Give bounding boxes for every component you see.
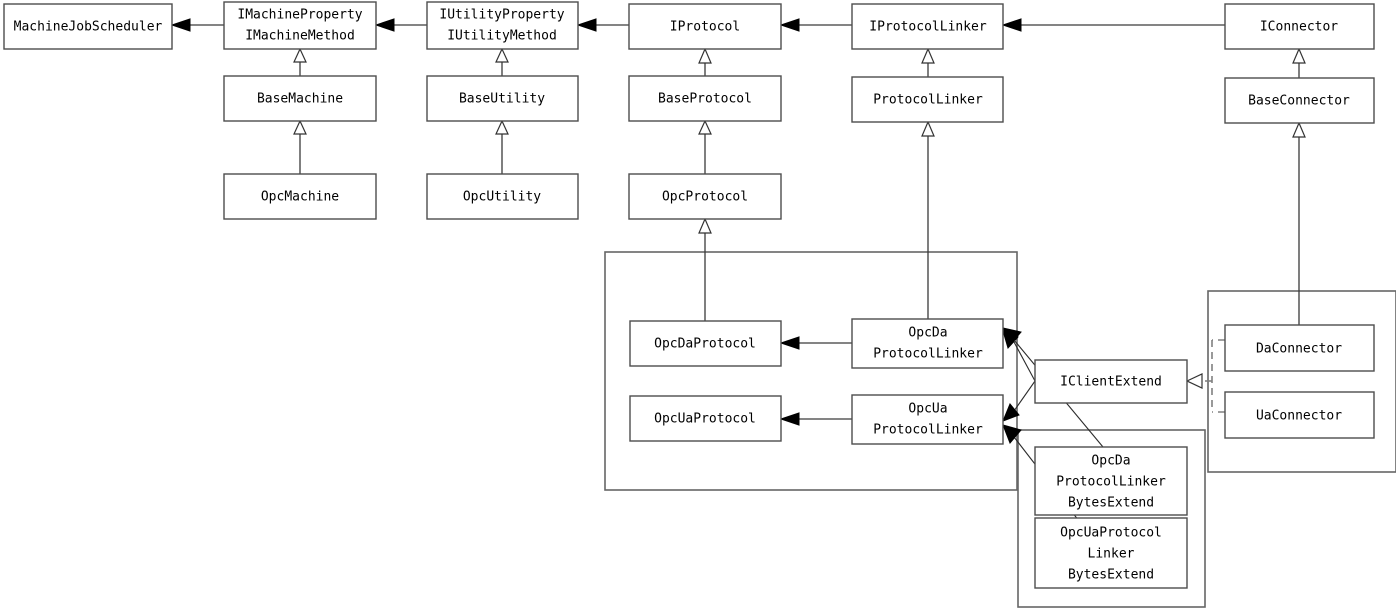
- node-opc-protocol[interactable]: OpcProtocol: [628, 173, 782, 220]
- node-base-machine[interactable]: BaseMachine: [223, 75, 377, 122]
- edge-opc-machine-to-base-machine: [293, 119, 307, 174]
- node-label-opc-utility: OpcUtility: [463, 190, 541, 205]
- edge-opc-ua-linker-to-opc-ua-protocol: [779, 412, 852, 426]
- node-iprotocol-linker[interactable]: IProtocolLinker: [851, 3, 1004, 50]
- node-label-da-connector: DaConnector: [1256, 342, 1342, 357]
- node-label-base-connector: BaseConnector: [1248, 94, 1350, 109]
- node-label-iclient-extend: IClientExtend: [1060, 375, 1162, 390]
- node-opc-ua-protocol-linker-bytes-extend[interactable]: OpcUaProtocol Linker BytesExtend: [1034, 517, 1188, 589]
- nodes: MachineJobScheduler IMachineProperty IMa…: [3, 1, 1375, 589]
- node-label-da-bytes-line1: OpcDa: [1091, 454, 1130, 469]
- edge-opc-da-protocol-linker-to-protocol-linker: [921, 120, 935, 319]
- node-opc-ua-protocol-linker[interactable]: OpcUa ProtocolLinker: [851, 394, 1004, 445]
- group-protocol-linker-group: [604, 251, 1018, 491]
- group-connector-group: [1207, 290, 1396, 473]
- edge-base-protocol-to-iprotocol: [698, 47, 712, 76]
- edge-iconnector-to-iprotocol-linker: [1001, 18, 1225, 32]
- edge-iutility-to-imachine: [374, 18, 427, 32]
- edge-opc-da-protocol-to-opc-protocol: [698, 217, 712, 321]
- edge-da-connector-to-base-connector: [1292, 121, 1306, 325]
- edge-protocol-linker-to-iprotocol-linker: [921, 47, 935, 77]
- group-containers: [604, 251, 1396, 608]
- node-iprotocol[interactable]: IProtocol: [628, 3, 782, 50]
- node-da-connector[interactable]: DaConnector: [1224, 324, 1375, 372]
- node-opc-da-protocol-linker[interactable]: OpcDa ProtocolLinker: [851, 318, 1004, 369]
- node-iutility-property-method[interactable]: IUtilityProperty IUtilityMethod: [426, 1, 579, 50]
- edge-iprotocol-to-iutility: [576, 18, 629, 32]
- node-label-ua-connector: UaConnector: [1256, 409, 1342, 424]
- edge-base-machine-to-imachine: [293, 47, 307, 76]
- edge-opc-protocol-to-base-protocol: [698, 119, 712, 174]
- node-base-connector[interactable]: BaseConnector: [1224, 77, 1375, 124]
- node-label-opc-ua-linker-line1: OpcUa: [908, 402, 947, 417]
- node-label-ua-bytes-line3: BytesExtend: [1068, 568, 1154, 583]
- node-label-opc-da-linker-line2: ProtocolLinker: [873, 347, 983, 362]
- node-label-ua-bytes-line1: OpcUaProtocol: [1060, 526, 1162, 541]
- group-bytes-extend-group: [1017, 429, 1206, 608]
- node-label-iprotocol: IProtocol: [670, 20, 740, 35]
- edges: [170, 18, 1306, 553]
- node-label-iutility-method: IUtilityMethod: [447, 29, 557, 44]
- node-base-utility[interactable]: BaseUtility: [426, 75, 579, 122]
- node-label-imachine-method: IMachineMethod: [245, 29, 355, 44]
- edge-iclient-extend-to-opc-ua-linker: [1002, 380, 1036, 422]
- edge-connectors-realize-iclient-extend: [1185, 339, 1225, 413]
- edge-imachine-to-scheduler: [170, 18, 224, 32]
- node-label-opc-ua-linker-line2: ProtocolLinker: [873, 423, 983, 438]
- node-label-opc-machine: OpcMachine: [261, 190, 339, 205]
- node-protocol-linker[interactable]: ProtocolLinker: [851, 76, 1004, 123]
- node-machine-job-scheduler[interactable]: MachineJobScheduler: [3, 3, 173, 50]
- node-label-machine-job-scheduler: MachineJobScheduler: [14, 20, 163, 35]
- node-label-base-protocol: BaseProtocol: [658, 92, 752, 107]
- node-label-opc-ua-protocol: OpcUaProtocol: [654, 412, 756, 427]
- node-label-ua-bytes-line2: Linker: [1088, 547, 1135, 562]
- node-label-da-bytes-line3: BytesExtend: [1068, 496, 1154, 511]
- node-label-opc-protocol: OpcProtocol: [662, 190, 748, 205]
- node-ua-connector[interactable]: UaConnector: [1224, 391, 1375, 439]
- edge-opc-da-linker-to-opc-da-protocol: [779, 336, 852, 350]
- node-opc-da-protocol[interactable]: OpcDaProtocol: [629, 320, 782, 367]
- node-label-imachine-property: IMachineProperty: [237, 8, 362, 23]
- node-opc-ua-protocol[interactable]: OpcUaProtocol: [629, 395, 782, 442]
- node-label-base-machine: BaseMachine: [257, 92, 343, 107]
- edge-iprotocol-linker-to-iprotocol: [779, 18, 852, 32]
- edge-base-utility-to-iutility: [495, 47, 509, 76]
- node-label-iconnector: IConnector: [1260, 20, 1338, 35]
- edge-base-connector-to-iconnector: [1292, 47, 1306, 78]
- node-label-da-bytes-line2: ProtocolLinker: [1056, 475, 1166, 490]
- node-label-iprotocol-linker: IProtocolLinker: [869, 20, 987, 35]
- node-imachine-property-method[interactable]: IMachineProperty IMachineMethod: [223, 1, 377, 50]
- node-iclient-extend[interactable]: IClientExtend: [1034, 359, 1188, 404]
- node-label-protocol-linker: ProtocolLinker: [873, 93, 983, 108]
- node-opc-utility[interactable]: OpcUtility: [426, 173, 579, 220]
- node-opc-da-protocol-linker-bytes-extend[interactable]: OpcDa ProtocolLinker BytesExtend: [1034, 446, 1188, 516]
- edge-opc-utility-to-base-utility: [495, 119, 509, 174]
- node-label-iutility-property: IUtilityProperty: [439, 8, 564, 23]
- node-label-opc-da-linker-line1: OpcDa: [908, 326, 947, 341]
- node-iconnector[interactable]: IConnector: [1224, 3, 1375, 50]
- node-base-protocol[interactable]: BaseProtocol: [628, 75, 782, 122]
- node-opc-machine[interactable]: OpcMachine: [223, 173, 377, 220]
- node-label-base-utility: BaseUtility: [459, 92, 545, 107]
- node-label-opc-da-protocol: OpcDaProtocol: [654, 337, 756, 352]
